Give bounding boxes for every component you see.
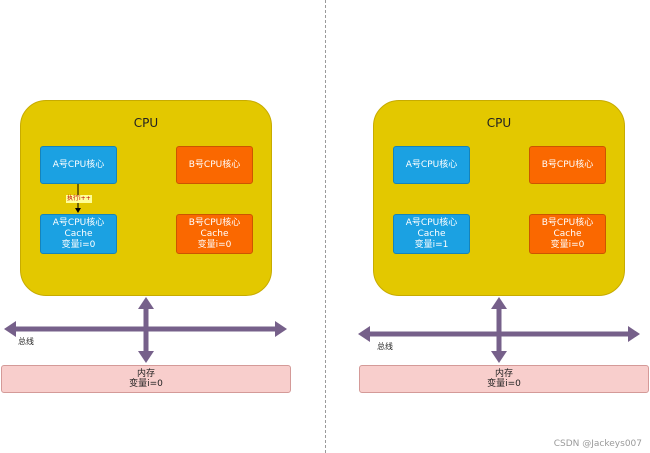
exec-label: 执行i++ — [66, 195, 92, 203]
cache-a-value: 变量i=1 — [414, 239, 449, 250]
core-b: B号CPU核心 — [176, 146, 253, 184]
memory-title: 内存 — [136, 369, 155, 379]
cache-a-title: A号CPU核心Cache — [52, 217, 105, 239]
cpu-label: CPU — [133, 116, 159, 130]
memory-value: 变量i=0 — [129, 379, 163, 389]
bus-down-head — [138, 351, 154, 363]
bus-arrows — [4, 184, 287, 363]
cache-b: B号CPU核心Cache 变量i=0 — [176, 214, 253, 254]
core-a-label: A号CPU核心 — [52, 159, 105, 170]
cache-a: A号CPU核心Cache 变量i=1 — [393, 214, 470, 254]
memory-value: 变量i=0 — [487, 379, 521, 389]
bus-up-head — [491, 297, 507, 309]
bus-up-head — [138, 297, 154, 309]
cpu-block: CPU A号CPU核心 B号CPU核心 A号CPU核心Cache 变量i=1 B… — [373, 100, 625, 296]
bus-label: 总线 — [18, 337, 34, 346]
cache-a-title: A号CPU核心Cache — [405, 217, 458, 239]
bus-label: 总线 — [377, 342, 393, 351]
panel-divider — [325, 0, 326, 453]
bus-down-head — [491, 351, 507, 363]
core-b-label: B号CPU核心 — [188, 159, 241, 170]
cache-b-value: 变量i=0 — [197, 239, 232, 250]
cache-a: A号CPU核心Cache 变量i=0 — [40, 214, 117, 254]
core-b: B号CPU核心 — [529, 146, 606, 184]
exec-arrow-head — [75, 208, 81, 213]
memory-title: 内存 — [494, 369, 513, 379]
panel-after: CPU A号CPU核心 B号CPU核心 A号CPU核心Cache 变量i=1 B… — [325, 0, 650, 453]
bus-right-head — [628, 326, 640, 342]
bus-arrows — [358, 297, 640, 363]
core-a: A号CPU核心 — [40, 146, 117, 184]
cache-b-title: B号CPU核心Cache — [188, 217, 241, 239]
cache-b: B号CPU核心Cache 变量i=0 — [529, 214, 606, 254]
watermark: CSDN @Jackeys007 — [553, 439, 642, 449]
bus-right-head — [275, 321, 287, 337]
bus-left-head — [358, 326, 370, 342]
cpu-block: CPU A号CPU核心 B号CPU核心 A号CPU核心Cache 变量i=0 B… — [20, 100, 272, 296]
cache-b-value: 变量i=0 — [550, 239, 585, 250]
panel-before: CPU A号CPU核心 B号CPU核心 A号CPU核心Cache 变量i=0 B… — [1, 100, 291, 393]
core-a: A号CPU核心 — [393, 146, 470, 184]
cache-b-title: B号CPU核心Cache — [541, 217, 594, 239]
memory-block: 内存 变量i=0 — [1, 365, 291, 393]
core-a-label: A号CPU核心 — [405, 159, 458, 170]
memory-block: 内存 变量i=0 — [359, 365, 649, 393]
cpu-label: CPU — [486, 116, 512, 130]
cache-a-value: 变量i=0 — [61, 239, 96, 250]
bus-left-head — [4, 321, 16, 337]
core-b-label: B号CPU核心 — [541, 159, 594, 170]
